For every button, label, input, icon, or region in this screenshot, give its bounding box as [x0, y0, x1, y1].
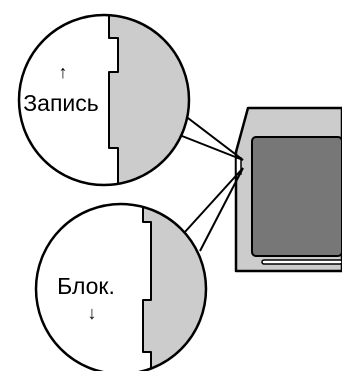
lock-arrow: ↓: [88, 303, 97, 323]
lock-label: Блок.: [57, 273, 115, 299]
write-arrow: ↑: [59, 62, 68, 82]
callout-lines: [181, 114, 244, 252]
bottom-magnifier-ring: [34, 202, 208, 371]
bottom-card-edge: [142, 204, 206, 371]
top-magnifier-ring: [17, 13, 191, 187]
sd-card-bottom-groove: [261, 259, 342, 265]
top-callout-line-2: [183, 114, 244, 161]
top-card-edge: [108, 15, 189, 185]
bottom-callout-line-1: [183, 167, 244, 234]
write-label: Запись: [23, 90, 98, 116]
bottom-callout-line-2: [199, 167, 244, 252]
sd-card-window: [251, 136, 342, 257]
bottom-magnifier: Блок. ↓: [34, 202, 208, 371]
sd-card: [234, 106, 342, 273]
top-callout-line-1: [181, 135, 244, 161]
top-magnifier: ↑ Запись: [17, 13, 191, 187]
